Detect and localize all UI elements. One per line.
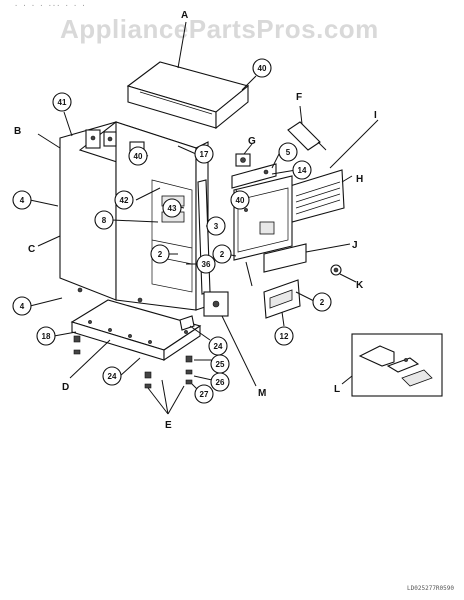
label-D: D xyxy=(62,382,69,393)
svg-text:40: 40 xyxy=(236,196,245,205)
callout-12: 12 xyxy=(274,326,294,346)
power-cord-part[interactable] xyxy=(287,105,327,151)
svg-text:14: 14 xyxy=(298,166,307,175)
callout-2-center: 2 xyxy=(150,244,170,264)
callout-40-left: 40 xyxy=(128,146,148,166)
leader-A xyxy=(177,21,187,69)
svg-text:27: 27 xyxy=(200,390,209,399)
callout-5: 5 xyxy=(278,142,298,162)
label-G: G xyxy=(248,136,256,147)
svg-text:40: 40 xyxy=(258,64,267,73)
svg-text:26: 26 xyxy=(216,378,225,387)
callout-26: 26 xyxy=(210,372,230,392)
svg-text:24: 24 xyxy=(214,342,223,351)
label-C: C xyxy=(28,244,35,255)
callout-3: 3 xyxy=(206,216,226,236)
callout-4-upper: 4 xyxy=(12,190,32,210)
scan-header-marks: · · · · ··· · · · xyxy=(14,2,86,10)
label-J: J xyxy=(352,240,358,251)
plug-part[interactable] xyxy=(330,264,342,276)
watermark-text: AppliancePartsPros.com xyxy=(60,14,379,44)
label-A: A xyxy=(181,10,188,21)
base-pan-part[interactable] xyxy=(70,299,202,362)
diagram-code: LD025277R0590 xyxy=(407,585,454,592)
svg-text:5: 5 xyxy=(286,148,291,157)
callout-25: 25 xyxy=(210,354,230,374)
label-E: E xyxy=(165,420,172,431)
svg-text:2: 2 xyxy=(220,250,225,259)
callout-41: 41 xyxy=(52,92,72,112)
svg-text:2: 2 xyxy=(320,298,325,307)
top-cover-part[interactable] xyxy=(126,61,250,130)
label-F: F xyxy=(296,92,302,103)
svg-text:4: 4 xyxy=(20,196,25,205)
callout-36: 36 xyxy=(196,254,216,274)
callout-24-right: 24 xyxy=(208,336,228,356)
control-bracket-part[interactable] xyxy=(231,163,277,189)
label-L: L xyxy=(334,384,340,395)
callout-2-far-right: 2 xyxy=(312,292,332,312)
callout-17: 17 xyxy=(194,144,214,164)
switch-part[interactable] xyxy=(235,153,251,167)
label-M: M xyxy=(258,388,266,399)
svg-text:25: 25 xyxy=(216,360,225,369)
callout-40-right: 40 xyxy=(230,190,250,210)
callout-24-left: 24 xyxy=(102,366,122,386)
callout-8: 8 xyxy=(94,210,114,230)
label-H: H xyxy=(356,174,363,185)
svg-text:17: 17 xyxy=(200,150,209,159)
svg-text:2: 2 xyxy=(158,250,163,259)
callout-2-right: 2 xyxy=(212,244,232,264)
label-I: I xyxy=(374,110,377,121)
svg-text:4: 4 xyxy=(20,302,25,311)
callout-43: 43 xyxy=(162,198,182,218)
callout-18: 18 xyxy=(36,326,56,346)
svg-text:43: 43 xyxy=(168,204,177,213)
kit-box-L[interactable] xyxy=(351,333,443,397)
leader-lines xyxy=(29,75,379,415)
callout-40-top: 40 xyxy=(252,58,272,78)
callout-14: 14 xyxy=(292,160,312,180)
svg-text:12: 12 xyxy=(280,332,289,341)
svg-text:42: 42 xyxy=(120,196,129,205)
svg-text:41: 41 xyxy=(58,98,67,107)
svg-text:24: 24 xyxy=(108,372,117,381)
callout-4-lower: 4 xyxy=(12,296,32,316)
svg-text:8: 8 xyxy=(102,216,107,225)
label-B: B xyxy=(14,126,21,137)
control-housing-part[interactable] xyxy=(233,175,293,261)
svg-text:18: 18 xyxy=(42,332,51,341)
label-K: K xyxy=(356,280,364,291)
svg-text:3: 3 xyxy=(214,222,219,231)
mounting-bracket-part[interactable] xyxy=(263,279,301,319)
svg-text:40: 40 xyxy=(134,152,143,161)
relay-box-part[interactable] xyxy=(203,291,229,317)
label-plate-part[interactable] xyxy=(263,243,307,273)
callout-42: 42 xyxy=(114,190,134,210)
callout-27: 27 xyxy=(194,384,214,404)
svg-text:36: 36 xyxy=(202,260,211,269)
leveling-legs-part[interactable] xyxy=(73,335,193,389)
